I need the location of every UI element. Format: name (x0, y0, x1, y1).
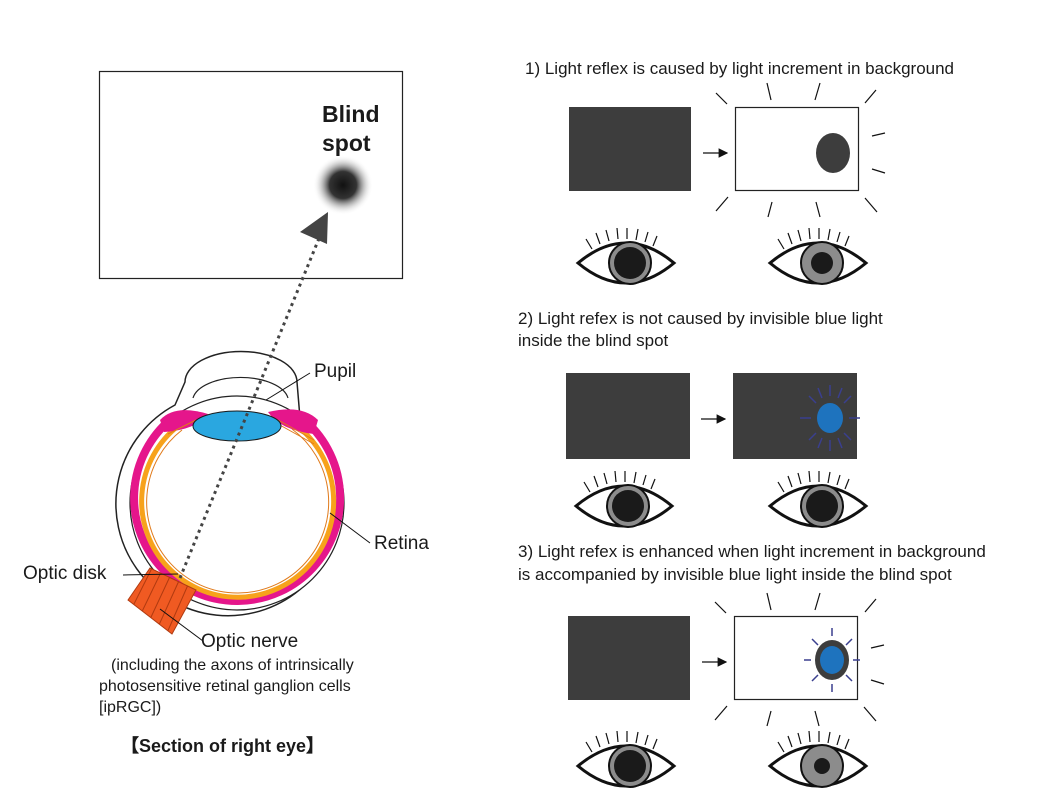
p1-rays (715, 82, 886, 218)
p2-blue-rays (800, 385, 860, 451)
p3-dark-screen (568, 616, 690, 700)
panel-2-caption-line2: inside the blind spot (518, 331, 669, 350)
p3-blue-rays (804, 628, 860, 692)
ciliary-left (160, 410, 208, 432)
p1-dark-screen (569, 107, 691, 191)
retina-label: Retina (374, 533, 429, 554)
p3-rays (714, 592, 885, 727)
p1-eye-left (576, 226, 676, 285)
p3-blue-spot (820, 646, 844, 674)
blind-spot-line2: spot (322, 130, 371, 156)
section-caption: 【Section of right eye】 (121, 736, 325, 756)
panel-1-caption: 1) Light reflex is caused by light incre… (525, 59, 955, 78)
p2-blue-spot (817, 403, 843, 433)
p1-bright-screen (734, 106, 860, 192)
optic-nerve-label: Optic nerve (201, 631, 299, 652)
blind-spot-line1: Blind (322, 101, 380, 127)
optic-disk-label: Optic disk (23, 563, 107, 584)
optic-nerve-note-2: photosensitive retinal ganglion cells (99, 678, 351, 695)
choroid-magenta (130, 414, 345, 605)
optic-nerve-note-3: [ipRGC]) (99, 699, 162, 716)
blind-spot-label: Blind spot (322, 100, 380, 158)
p2-dark-screen (566, 373, 690, 459)
panel-2-caption-line1: 2) Light refex is not caused by invisibl… (518, 309, 883, 328)
retina-orange (139, 423, 337, 600)
p3-eye-left (576, 729, 676, 788)
optic-nerve-note-1: (including the axons of intrinsically (111, 657, 354, 674)
light-path-dotted (178, 235, 322, 579)
blind-spot-blur (313, 155, 373, 215)
light-path-arrowhead (300, 212, 328, 244)
optic-nerve (127, 567, 197, 635)
p3-eye-right (768, 729, 868, 788)
ciliary-right (268, 409, 318, 434)
panel-3-caption-line2: is accompanied by invisible blue light i… (518, 565, 952, 584)
lens (192, 410, 282, 442)
pupil-label: Pupil (314, 361, 357, 382)
p1-blind-spot (816, 133, 850, 173)
p1-eye-right (768, 226, 868, 285)
p2-eye-left (574, 469, 674, 528)
p2-eye-right (768, 469, 868, 528)
panel-3-caption-line1: 3) Light refex is enhanced when light in… (518, 542, 986, 561)
